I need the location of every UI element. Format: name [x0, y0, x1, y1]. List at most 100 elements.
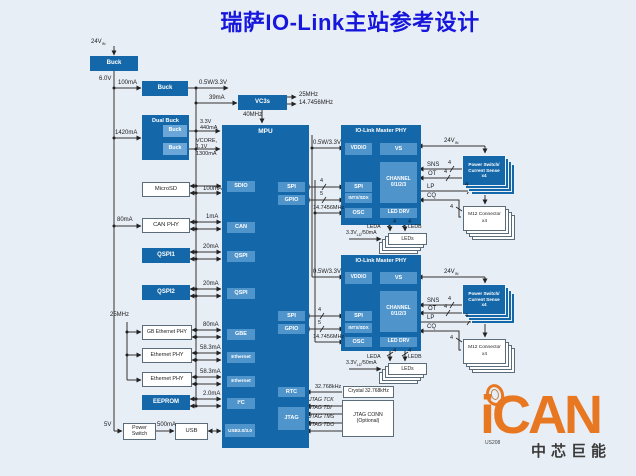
label-20ma-qspi1: 20mA [203, 244, 219, 250]
ethernet-phy2-block: Ethernet PHY [142, 372, 192, 387]
mpu-jtag-label: JTAG [284, 415, 299, 422]
label-ledv2-rest: /50mA [361, 360, 377, 366]
label-32768khz: 32.768kHz [315, 384, 342, 390]
label-147456-phy1: 14.7456MHz [313, 205, 345, 211]
m12-2-label-2: x4 [481, 351, 488, 357]
label-25mhz-tree: 25MHz [110, 312, 130, 318]
label-24v-phy2: 24VIN [444, 269, 459, 276]
label-1420ma: 1420mA [115, 130, 138, 136]
bus-width-ledb1: 4 [408, 219, 412, 225]
eeprom-label: EEPROM [152, 399, 179, 406]
mpu-gpio1: GPIO [278, 195, 305, 205]
phy2-vddio-label: VDDIO [350, 274, 367, 281]
phy1-spi-label: SPI [354, 183, 363, 190]
mpu-sdio: SDIO [227, 181, 255, 192]
ps1-label-2: Current Sense [468, 167, 500, 173]
phy1-channel-label-1: CHANNEL [386, 175, 411, 182]
phy2-vs: VS [380, 272, 417, 284]
ethernet-phy1-block: Ethernet PHY [142, 348, 192, 363]
io-link-phy2-title: IO-Link Master PHY [355, 258, 407, 264]
phy1-led-drv-label: LED DRV [387, 209, 410, 216]
buck2-block: Buck [142, 81, 188, 96]
microsd-block: MicroSD [142, 182, 190, 197]
qspi2-label: QSPI2 [157, 289, 175, 296]
mpu-spi2: SPI [278, 311, 305, 321]
buck2-label: Buck [157, 85, 173, 92]
label-24v-input: 24VIN [91, 39, 106, 46]
phy1-vs-label: VS [394, 145, 403, 152]
label-ledb1: LEDB [408, 224, 422, 230]
leds-2: LEDs [379, 363, 427, 384]
gb-ethernet-phy-block: GB Ethernet PHY [142, 325, 192, 340]
phy2-spi-label: SPI [354, 312, 363, 319]
label-80ma-can: 80mA [117, 217, 133, 223]
label-583ma-eth2: 58.3mA [200, 369, 221, 375]
mpu-usb: USB2.0/3.0 [225, 424, 255, 437]
label-1ma-can: 1mA [206, 214, 219, 220]
usb-block: USB [175, 423, 208, 440]
mpu-usb-label: USB2.0/3.0 [228, 427, 252, 433]
label-ledv1-main: 3.3V [346, 230, 357, 236]
m12-connector-2: M12 Connector x4 [463, 339, 515, 373]
label-147456-phy2: 14.7456MHz [313, 334, 345, 340]
ethernet-phy1-label: Ethernet PHY [150, 351, 184, 358]
can-phy-label: CAN PHY [153, 222, 179, 229]
phy2-channel-label-2: 0/1/2/3 [390, 310, 407, 317]
io-link-phy1-title: IO-Link Master PHY [355, 128, 407, 134]
label-5v: 5V [104, 422, 112, 428]
label-leda2: LEDA [367, 354, 381, 360]
phy2-channel-label-1: CHANNEL [386, 304, 411, 311]
jtag-conn-block: JTAG CONN (Optional) [342, 400, 394, 437]
label-440ma: 440mA [200, 125, 218, 132]
label-24v-sub: IN [101, 42, 106, 47]
gb-ethernet-phy-label: GB Ethernet PHY [147, 328, 187, 335]
label-80ma-gbe: 80mA [203, 322, 219, 328]
buck1-block: Buck [90, 56, 138, 71]
label-05w-33v-phy1: 0.5W/3.3V [313, 140, 342, 146]
phy1-spi: SPI [345, 182, 372, 192]
label-39ma: 39mA [209, 95, 225, 101]
page-title: 瑞萨IO-Link主站参考设计 [220, 10, 480, 35]
phy1-intx-sdx-label: INTX/SDX [348, 194, 369, 200]
jtag-conn-label-1: JTAG CONN [353, 411, 383, 418]
dual-buck-title: Dual Buck [152, 118, 179, 124]
mpu-can-label: CAN [235, 224, 247, 231]
bus-width-ticks [319, 165, 472, 357]
m12-1-label-2: x4 [481, 218, 488, 224]
mpu-gpio1-label: GPIO [284, 196, 299, 203]
bus-width-lp2: 4 [465, 313, 469, 319]
mpu-i2c: I²C [227, 398, 255, 409]
label-05w-33v-phy2: 0.5W/3.3V [313, 269, 342, 275]
bus-width-sns2: 4 [448, 296, 452, 302]
vc3s-clock-block: VC3s [238, 95, 287, 110]
power-switch-label-1: Power [132, 424, 147, 431]
dual-buck-b: Buck [163, 143, 187, 155]
phy2-channel: CHANNEL 0/1/2/3 [380, 291, 417, 332]
label-leda1: LEDA [367, 224, 381, 230]
label-500ma: 500mA [157, 422, 177, 428]
phy1-channel: CHANNEL 0/1/2/3 [380, 162, 417, 203]
mpu-gbe: GBE [227, 329, 255, 340]
label-sns1: SNS [427, 162, 440, 168]
mpu-spi1-label: SPI [287, 183, 296, 190]
label-24v-phy2-sub: IN [454, 272, 459, 277]
label-05w-33v-top: 0.5W/3.3V [199, 80, 228, 86]
label-jtag-tck: JTAG TCK [309, 397, 334, 403]
label-20ma-qspi2: 20mA [203, 281, 219, 287]
phy2-vddio: VDDIO [345, 272, 372, 284]
bus-width-ledb2: 4 [408, 348, 412, 354]
label-vcore-3: 1300mA [196, 150, 217, 157]
label-cq1: CQ [427, 193, 436, 199]
label-ledv1-rest: /50mA [361, 230, 377, 236]
bus-width-sns1: 4 [448, 160, 452, 166]
mpu-i2c-label: I²C [237, 400, 245, 407]
mpu-sdio-label: SDIO [234, 183, 248, 190]
bus-width-ot2: 4 [444, 304, 448, 310]
phy1-osc: OSC [345, 208, 372, 218]
usb-label: USB [185, 428, 198, 435]
logo-wordmark: iCAN [480, 385, 603, 445]
phy2-intx-sdx-label: INTX/SDX [348, 324, 369, 330]
label-lp2: LP [427, 315, 435, 321]
